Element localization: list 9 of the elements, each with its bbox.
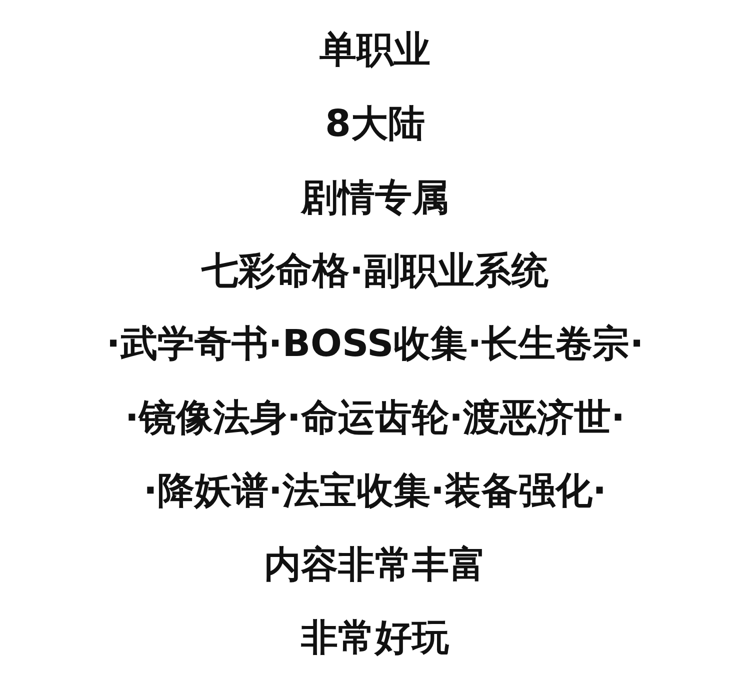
feature-text: 非常好玩 (301, 616, 449, 660)
feature-text: 内容非常丰富 (264, 543, 486, 587)
feature-text: 七彩命格·副职业系统 (201, 249, 549, 293)
feature-text: ·武学奇书·BOSS收集·长生卷宗· (106, 322, 644, 366)
feature-text: ·降妖谱·法宝收集·装备强化· (143, 469, 607, 513)
feature-text: 单职业 (320, 28, 430, 72)
feature-text: 8大陆 (325, 102, 425, 146)
feature-text: ·镜像法身·命运齿轮·渡恶济世· (124, 396, 626, 440)
feature-text: 剧情专属 (301, 176, 449, 220)
